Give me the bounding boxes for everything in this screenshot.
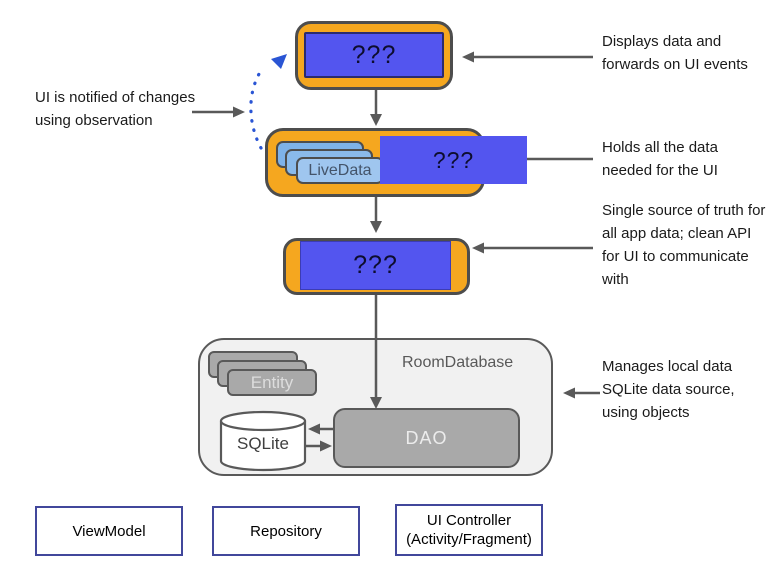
arrow-annotation-room-icon xyxy=(563,387,600,399)
arrow-mid-down-icon xyxy=(370,197,382,233)
annotation-holds-data: Holds all the data needed for the UI xyxy=(602,139,718,179)
dao-box: DAO xyxy=(333,408,520,468)
sqlite-label: SQLite xyxy=(237,434,289,453)
annotation-manages-data: Manages local data SQLite data source, u… xyxy=(602,358,735,421)
node-bottom-slot: ??? xyxy=(283,238,470,295)
option-ui-controller[interactable]: UI Controller (Activity/Fragment) xyxy=(395,504,543,556)
option-repository[interactable]: Repository xyxy=(212,506,360,556)
placeholder-middle-slot[interactable]: ??? xyxy=(380,136,527,184)
placeholder-bottom-slot[interactable]: ??? xyxy=(300,241,451,290)
arrow-top-down-icon xyxy=(370,90,382,126)
annotation-displays-data: Displays data and forwards on UI events xyxy=(602,33,748,73)
sqlite-cylinder-icon xyxy=(219,410,307,472)
entity-card: Entity xyxy=(227,369,317,396)
livedata-card: LiveData xyxy=(296,157,384,184)
annotation-single-source: Single source of truth for all app data;… xyxy=(602,202,766,288)
placeholder-top-slot[interactable]: ??? xyxy=(304,32,444,78)
annotation-observation: UI is notified of changes using observat… xyxy=(35,89,196,129)
room-database-title: RoomDatabase xyxy=(402,354,514,371)
observe-arrowhead-icon xyxy=(271,54,287,69)
option-viewmodel[interactable]: ViewModel xyxy=(35,506,183,556)
arrow-annotation-repository-icon xyxy=(472,242,593,254)
room-database-container: RoomDatabase Entity SQLite DAO xyxy=(198,338,553,476)
arrow-annotation-displays-icon xyxy=(462,51,593,63)
node-top-slot: ??? xyxy=(295,21,453,90)
